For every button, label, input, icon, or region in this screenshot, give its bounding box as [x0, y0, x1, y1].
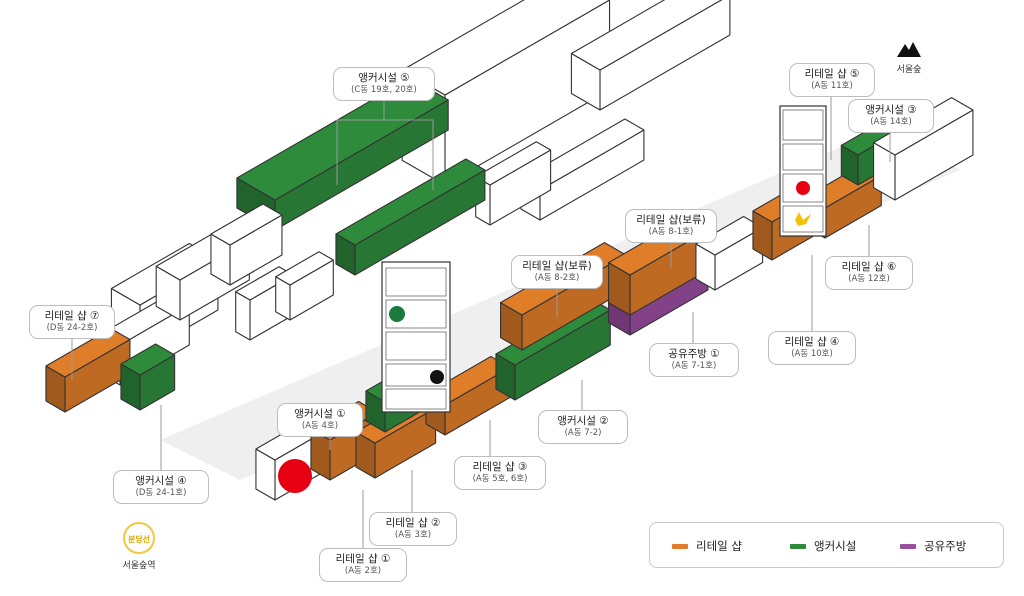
white-block: [695, 215, 764, 291]
subway-line-logo: 분당선: [123, 522, 155, 554]
callout-anchor-3: 앵커시설 ③ (A동 14호): [848, 99, 934, 133]
right-kiosk: [779, 105, 827, 237]
callout-sub: (A동 3호): [394, 530, 432, 540]
callout-title: 리테일 샵(보류): [636, 214, 706, 226]
callout-title: 공유주방 ①: [668, 348, 720, 360]
current-location-marker: [278, 459, 312, 493]
legend: 리테일 샵 앵커시설 공유주방: [649, 522, 1004, 568]
landmark-name: 서울숲: [896, 65, 922, 75]
legend-label: 앵커시설: [814, 539, 857, 553]
callout-title: 리테일 샵 ⑦: [44, 310, 100, 322]
callout-retail-1: 리테일 샵 ① (A동 2호): [319, 548, 407, 582]
callout-anchor-1: 앵커시설 ① (A동 4호): [277, 403, 363, 437]
anchor-4-block: [120, 343, 176, 411]
white-block: [520, 118, 645, 221]
callout-sub: (A동 2호): [344, 566, 382, 576]
callout-anchor-4: 앵커시설 ④ (D동 24-1호): [113, 470, 209, 504]
callout-title: 리테일 샵 ⑤: [804, 68, 860, 80]
callout-kitchen-1: 공유주방 ① (A동 7-1호): [649, 343, 739, 377]
mountain-icon: [897, 42, 921, 57]
callout-title: 리테일 샵 ①: [335, 553, 391, 565]
callout-retail-pending-8-1: 리테일 샵(보류) (A동 8-1호): [625, 209, 717, 243]
callout-title: 리테일 샵 ⑥: [841, 261, 897, 273]
buildings: [45, 0, 974, 501]
white-block: [275, 251, 334, 321]
callout-retail-4: 리테일 샵 ④ (A동 10호): [768, 331, 856, 365]
legend-label: 공유주방: [924, 539, 967, 553]
retail-7-block: [45, 327, 131, 413]
callout-sub: (A동 5호, 6호): [472, 474, 528, 484]
callout-sub: (A동 14호): [870, 117, 912, 127]
callout-title: 리테일 샵 ②: [385, 517, 441, 529]
callout-sub: (A동 12호): [848, 274, 890, 284]
callout-title: 앵커시설 ⑤: [358, 72, 410, 84]
callout-anchor-5: 앵커시설 ⑤ (C동 19호, 20호): [333, 67, 435, 101]
callout-anchor-2: 앵커시설 ② (A동 7-2): [538, 410, 628, 444]
callout-title: 앵커시설 ④: [135, 475, 187, 487]
legend-swatch-anchor: [790, 544, 806, 549]
callout-retail-3: 리테일 샵 ③ (A동 5호, 6호): [454, 456, 546, 490]
left-kiosk: [381, 261, 451, 413]
callout-retail-5: 리테일 샵 ⑤ (A동 11호): [789, 63, 875, 97]
callout-title: 앵커시설 ①: [294, 408, 346, 420]
white-block: [210, 203, 283, 286]
leader-line: [336, 95, 385, 185]
legend-swatch-retail: [672, 544, 688, 549]
callout-sub: (C동 19호, 20호): [351, 85, 417, 95]
station-name: 서울숲역: [122, 561, 156, 571]
callout-sub: (D동 24-1호): [135, 488, 187, 498]
callout-sub: (A동 4호): [301, 421, 339, 431]
callout-retail-7: 리테일 샵 ⑦ (D동 24-2호): [29, 305, 115, 339]
legend-kitchen: 공유주방: [900, 538, 966, 554]
callout-sub: (A동 11호): [811, 81, 853, 91]
landmark: 서울숲: [893, 40, 925, 75]
legend-anchor: 앵커시설: [790, 538, 856, 554]
white-block: [570, 0, 731, 111]
callout-retail-6: 리테일 샵 ⑥ (A동 12호): [825, 256, 913, 290]
callout-sub: (A동 7-1호): [671, 361, 717, 371]
callout-title: 앵커시설 ③: [865, 104, 917, 116]
callout-sub: (D동 24-2호): [46, 323, 98, 333]
legend-label: 리테일 샵: [696, 539, 742, 553]
callout-title: 앵커시설 ②: [557, 415, 609, 427]
callout-sub: (A동 10호): [791, 349, 833, 359]
legend-swatch-kitchen: [900, 544, 916, 549]
callout-title: 리테일 샵 ③: [472, 461, 528, 473]
callout-sub: (A동 8-2호): [534, 273, 580, 283]
anchor-5-block: [335, 158, 486, 276]
callout-sub: (A동 7-2): [564, 428, 602, 438]
callout-sub: (A동 8-1호): [648, 227, 694, 237]
leader-line: [384, 119, 434, 190]
callout-retail-pending-8-2: 리테일 샵(보류) (A동 8-2호): [511, 255, 603, 289]
legend-retail: 리테일 샵: [672, 538, 742, 554]
callout-title: 리테일 샵 ④: [784, 336, 840, 348]
callout-title: 리테일 샵(보류): [522, 260, 592, 272]
callout-retail-2: 리테일 샵 ② (A동 3호): [369, 512, 457, 546]
station-marker: 분당선 서울숲역: [104, 522, 174, 571]
